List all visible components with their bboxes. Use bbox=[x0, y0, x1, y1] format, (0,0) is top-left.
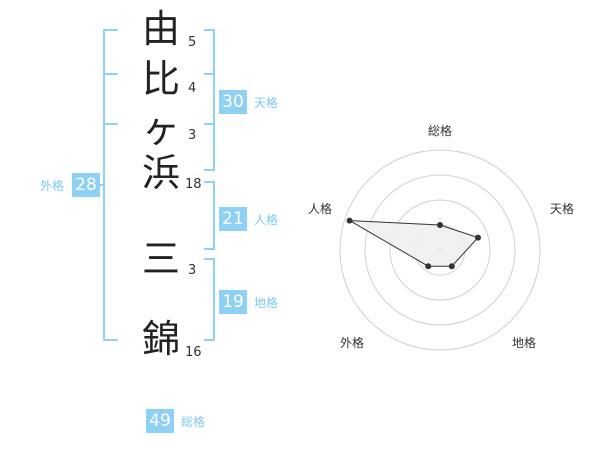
soukaku-label: 総格 bbox=[181, 415, 206, 429]
chikaku-bracket bbox=[204, 258, 215, 341]
radar-point-4 bbox=[425, 263, 432, 270]
radar-shape bbox=[346, 217, 481, 270]
soukaku-score: 49 bbox=[146, 409, 174, 433]
radar-axis-label-5: 人格 bbox=[307, 202, 332, 216]
name-char-4: 浜 bbox=[141, 151, 180, 195]
stroke-count-3: 3 bbox=[188, 128, 197, 143]
tenkaku-bracket bbox=[204, 29, 215, 171]
chikaku-score: 19 bbox=[219, 290, 247, 314]
name-char-2: 比 bbox=[141, 57, 180, 101]
radar-axis-label-1: 総格 bbox=[427, 124, 452, 138]
gaikaku-score: 28 bbox=[72, 173, 100, 197]
radar-axis-label-4: 外格 bbox=[339, 336, 364, 350]
jinkaku-label: 人格 bbox=[254, 213, 279, 227]
stroke-count-4: 18 bbox=[185, 177, 202, 192]
jinkaku-score: 21 bbox=[219, 207, 247, 231]
stroke-count-6: 16 bbox=[185, 345, 202, 360]
radar-ring bbox=[364, 174, 516, 326]
radar-ring bbox=[389, 199, 491, 301]
radar-point-3 bbox=[448, 263, 455, 270]
gaikaku-label: 外格 bbox=[40, 179, 65, 193]
jinkaku-bracket bbox=[204, 181, 215, 250]
radar-axis-label-2: 天格 bbox=[549, 202, 574, 216]
name-char-6: 錦 bbox=[141, 317, 180, 361]
radar-ring bbox=[339, 149, 541, 351]
stroke-count-5: 3 bbox=[188, 263, 197, 278]
stroke-count-2: 4 bbox=[188, 81, 197, 96]
radar-point-2 bbox=[475, 234, 481, 241]
chikaku-label: 地格 bbox=[254, 296, 279, 310]
radar-point-5 bbox=[346, 217, 353, 224]
name-char-5: 三 bbox=[141, 237, 180, 281]
radar-point-1 bbox=[437, 222, 443, 228]
tenkaku-score: 30 bbox=[219, 90, 247, 114]
tenkaku-label: 天格 bbox=[254, 96, 279, 110]
stroke-count-1: 5 bbox=[188, 35, 197, 50]
name-char-3: ヶ bbox=[141, 107, 180, 151]
name-char-1: 由 bbox=[141, 7, 180, 51]
radar-axis-label-3: 地格 bbox=[511, 336, 536, 350]
radar-polygon bbox=[349, 220, 479, 267]
